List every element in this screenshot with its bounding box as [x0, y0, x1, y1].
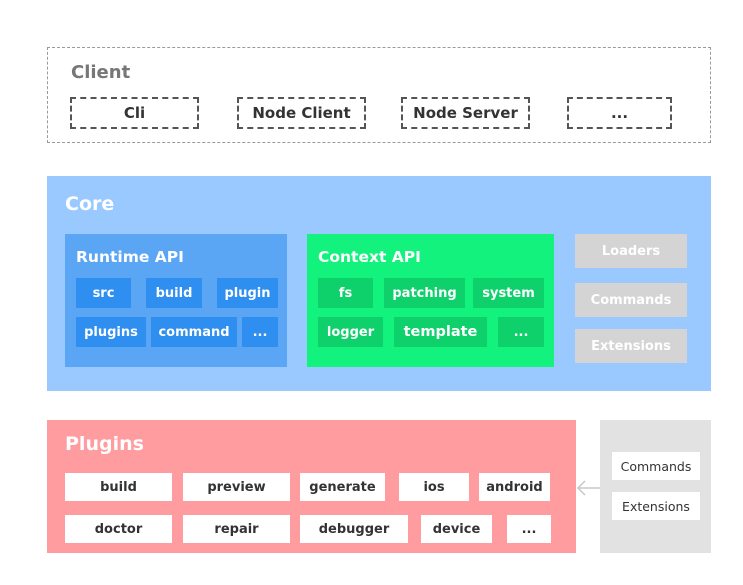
core-item-loaders: Loaders [575, 234, 687, 268]
plugin-item-generate: generate [300, 473, 385, 501]
runtime-item-more: ... [242, 317, 278, 347]
context-item-more: ... [498, 317, 544, 347]
core-item-commands: Commands [575, 283, 687, 317]
plugins-title: Plugins [65, 433, 144, 455]
plugin-item-android: android [479, 473, 550, 501]
client-item-more: ... [567, 97, 672, 129]
client-item-node-client: Node Client [237, 97, 366, 129]
runtime-api-title: Runtime API [76, 248, 184, 266]
plugin-item-ios: ios [399, 473, 469, 501]
plugin-item-build: build [65, 473, 172, 501]
runtime-item-build: build [146, 278, 202, 308]
context-item-system: system [473, 278, 544, 308]
extension-item-commands: Commands [612, 452, 700, 480]
runtime-item-src: src [76, 278, 131, 308]
arrow-left-icon [576, 480, 602, 496]
plugin-item-repair: repair [183, 515, 290, 543]
client-item-node-server: Node Server [401, 97, 530, 129]
client-item-cli: Cli [70, 97, 199, 129]
context-api-title: Context API [318, 248, 421, 266]
client-title: Client [71, 62, 131, 83]
extension-item-extensions: Extensions [612, 492, 700, 520]
runtime-item-plugins: plugins [76, 317, 146, 347]
plugin-item-doctor: doctor [65, 515, 172, 543]
runtime-item-command: command [151, 317, 237, 347]
context-item-patching: patching [384, 278, 465, 308]
context-item-fs: fs [318, 278, 373, 308]
runtime-item-plugin: plugin [217, 278, 278, 308]
core-item-extensions: Extensions [575, 329, 687, 363]
plugin-item-debugger: debugger [300, 515, 408, 543]
context-item-template: template [394, 317, 487, 347]
plugin-item-more: ... [507, 515, 551, 543]
extension-panel [600, 420, 711, 553]
client-layer [47, 47, 711, 143]
core-title: Core [65, 193, 115, 215]
plugin-item-preview: preview [183, 473, 290, 501]
plugin-item-device: device [421, 515, 492, 543]
context-item-logger: logger [318, 317, 383, 347]
